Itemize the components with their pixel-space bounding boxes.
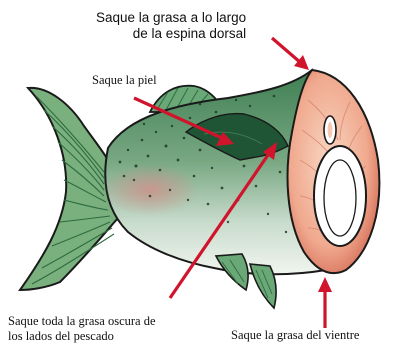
arrow-dorsal bbox=[272, 38, 309, 70]
label-remove-skin: Saque la piel bbox=[92, 73, 157, 88]
cross-section bbox=[288, 70, 380, 273]
label-dark-fat-line1: Saque toda la grasa oscura de bbox=[8, 314, 156, 329]
label-dark-fat: Saque toda la grasa oscura de los lados … bbox=[8, 314, 156, 344]
label-belly-fat: Saque la grasa del vientre bbox=[231, 328, 359, 343]
label-dorsal-fat: Saque la grasa a lo largo de la espina d… bbox=[96, 10, 246, 42]
label-dorsal-line2: de la espina dorsal bbox=[96, 26, 246, 42]
tail-fin bbox=[20, 88, 118, 290]
label-dorsal-line1: Saque la grasa a lo largo bbox=[96, 10, 246, 26]
arrow-belly bbox=[318, 277, 332, 328]
label-dark-fat-line2: los lados del pescado bbox=[8, 329, 156, 344]
